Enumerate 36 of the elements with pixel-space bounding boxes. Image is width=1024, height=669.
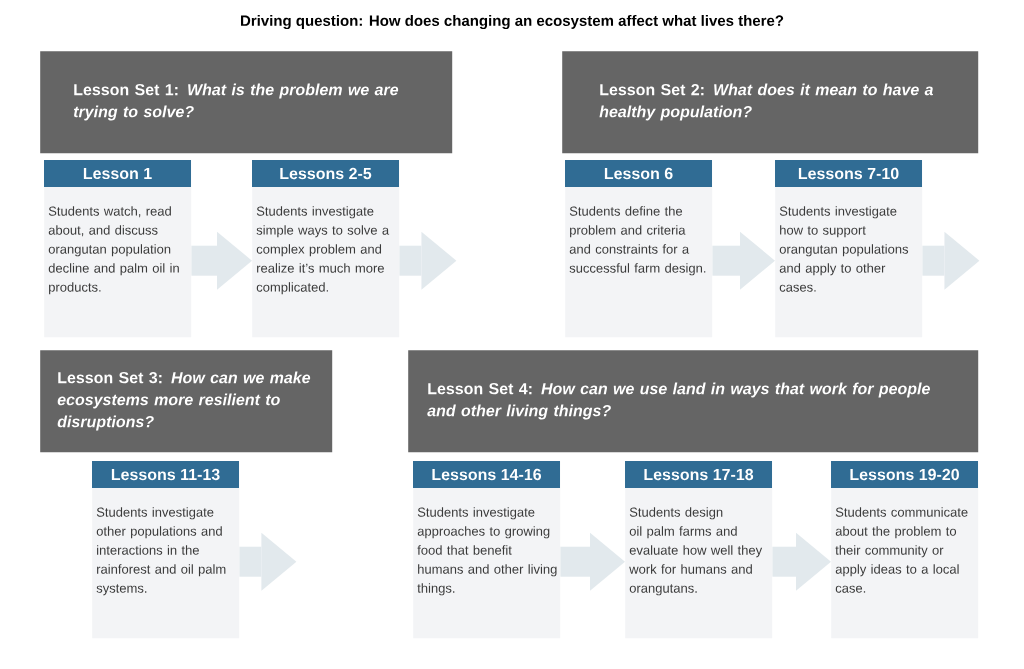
arrow <box>712 231 775 290</box>
arrow <box>399 231 457 290</box>
lesson-description: Students investigate simple ways to solve a complex problem and realize it’s much more complicated. <box>256 206 390 295</box>
lesson-card <box>625 461 773 639</box>
arrow <box>772 532 831 591</box>
lesson-description: Students design oil palm farms and evaluate how well they work for humans and orangutans. <box>629 507 763 596</box>
lesson-heading: Lessons 14-16 <box>413 461 560 488</box>
lesson-heading: Lessons 7-10 <box>775 160 922 187</box>
lesson-card <box>44 160 192 338</box>
lesson-set-banner: Lesson Set 3: How can we make ecosystems more resilient to disruptions? <box>40 350 333 453</box>
lesson-heading: Lesson 1 <box>44 160 191 187</box>
arrow <box>239 532 297 591</box>
lesson-card <box>252 160 400 338</box>
lesson-set-banner: Lesson Set 4: How can we use land in ways that work for people and other living things? <box>408 350 979 453</box>
lesson-heading: Lesson 6 <box>565 160 712 187</box>
lesson-description: Students investigate approaches to growing food that benefit humans and other living things. <box>417 507 557 596</box>
arrow <box>922 231 980 290</box>
lesson-description: Students watch, read about, and discuss orangutan population decline and palm oil in products. <box>48 206 179 295</box>
lesson-heading: Lessons 17-18 <box>625 461 772 488</box>
lesson-description: Students define the problem and criteria and constraints for a successful farm design. <box>569 206 706 276</box>
lesson-heading: Lessons 11-13 <box>92 461 239 488</box>
lesson-card <box>565 160 713 338</box>
lesson-card <box>775 160 923 338</box>
lesson-card <box>413 461 561 639</box>
lesson-description: Students investigate how to support orangutan populations and apply to other cases. <box>779 206 909 292</box>
lesson-set-banner: Lesson Set 2: What does it mean to have a healthy population? <box>562 51 979 154</box>
lesson-description: Students communicate about the problem to their community or apply ideas to a local case. <box>835 507 968 593</box>
lesson-set-banner: Lesson Set 1: What is the problem we are trying to solve? <box>40 51 453 154</box>
diagram-title: Driving question: How does changing an ecosystem affect what lives there? <box>241 15 784 30</box>
arrow <box>191 231 252 290</box>
arrow <box>560 532 625 591</box>
lesson-card <box>92 461 240 639</box>
lesson-card <box>831 461 979 639</box>
lesson-heading: Lessons 2-5 <box>252 160 399 187</box>
lesson-heading: Lessons 19-20 <box>831 461 978 488</box>
lesson-description: Students investigate other populations and interactions in the rainforest and oil palm systems. <box>96 507 226 596</box>
